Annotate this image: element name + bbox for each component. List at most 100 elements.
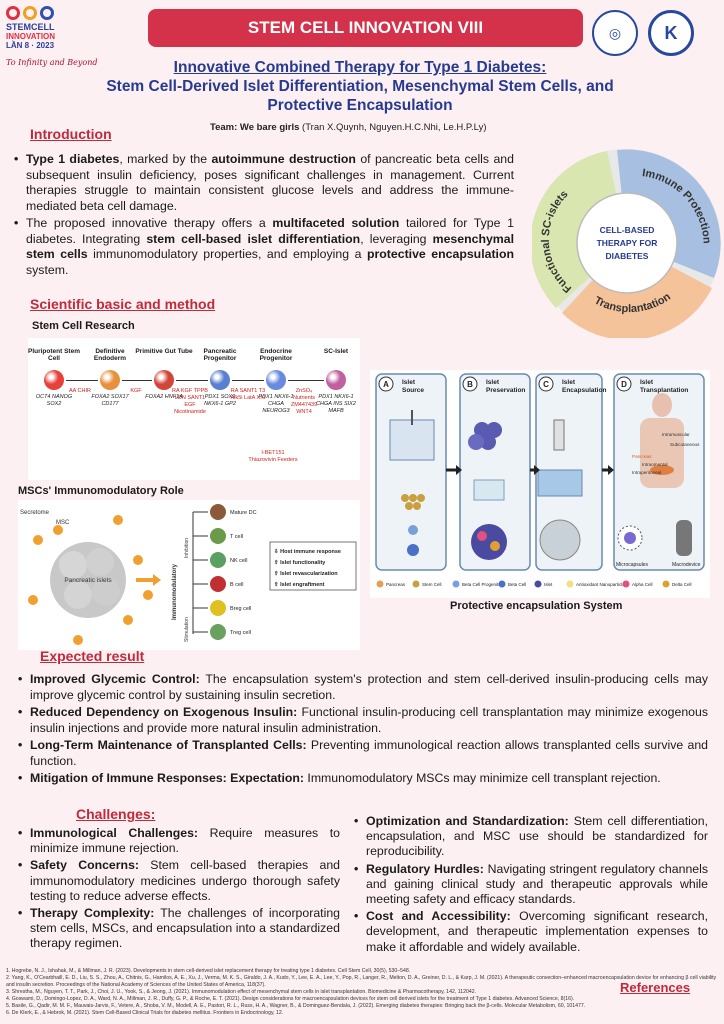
result-item-text: Immunomodulatory MSCs may minimize cell … xyxy=(303,771,661,785)
stage-3-markers: FOXA2 HNF1A xyxy=(145,394,183,400)
result-item-4: Mitigation of Immune Responses: Expectat… xyxy=(18,771,708,787)
stage-5-markers: PDX1 NKX6-1 CHGA NEUROG3 xyxy=(258,394,294,414)
legend-swatch xyxy=(376,580,384,588)
panel-title: Encapsulation xyxy=(562,387,606,394)
challenge-left-text: Require measures to minimize immune reje… xyxy=(30,826,341,856)
logo-mark xyxy=(6,6,54,20)
effect-item: ⇧ Islet revascularization xyxy=(274,570,338,577)
immune-cell-label: B cell xyxy=(230,582,243,588)
protective-caption: Protective encapsulation System xyxy=(450,600,623,612)
secretome-label: Secretome xyxy=(20,510,50,516)
cell-based-therapy-diagram: Functional SC-islets Immune Protection T… xyxy=(532,149,721,338)
stage-4-markers: PDX1 SOX9 NKX6-1 GP2 xyxy=(204,394,236,407)
reference-item: 1. Hogrebe, N. J., Ishahak, M., & Millma… xyxy=(6,968,411,974)
site-label: Subcutaneous xyxy=(670,442,700,447)
poster-title: Innovative Combined Therapy for Type 1 D… xyxy=(40,58,680,115)
challenge-left-1: Immunological Challenges: Require measur… xyxy=(18,826,340,856)
stage-6-markers: PDX1 NKX6-1 CHGA INS SIX2 MAFB xyxy=(316,394,356,414)
reference-item: 5. Basile, G., Qadir, M. M. F., Mauvais-… xyxy=(6,1003,586,1009)
panel-tag: B xyxy=(467,380,473,389)
result-item-2: Reduced Dependency on Exogenous Insulin:… xyxy=(18,705,708,736)
legend-label: Pancreas xyxy=(386,582,406,587)
stage-2-name: Definitive Endoderm xyxy=(93,348,127,362)
challenges-right: Optimization and Standardization: Stem c… xyxy=(354,814,708,957)
stage-3-name: Primitive Gut Tube xyxy=(135,348,193,355)
immune-cell-icon xyxy=(210,600,226,616)
stage-1-name: Pluripotent Stem Cell xyxy=(27,348,80,362)
title-line1: Innovative Combined Therapy for Type 1 D… xyxy=(173,59,547,76)
panel-tag-circle xyxy=(378,376,394,392)
legend-label: Alpha Cell xyxy=(632,582,653,587)
islets-label: Pancreatic islets xyxy=(64,577,112,584)
references-list: 1. Hogrebe, N. J., Ishahak, M., & Millma… xyxy=(6,968,718,1017)
challenge-left-label: Safety Concerns: xyxy=(30,858,140,873)
team-members: (Tran X.Quynh, Nguyen.H.C.Nhi, Le.H.P.Ly… xyxy=(299,122,487,133)
immune-cell-icon xyxy=(210,552,226,568)
effect-item: ⇩ Host immune response xyxy=(274,548,341,555)
panel-title: Islet xyxy=(562,379,576,386)
stage-3-cell-icon xyxy=(154,370,174,390)
growth-factors-1: AA CHIR xyxy=(68,388,91,394)
device-label: Macrodevice xyxy=(672,562,701,568)
stage-1-cell-icon xyxy=(44,370,64,390)
immune-cell-icon xyxy=(210,576,226,592)
tagline: To Infinity and Beyond xyxy=(6,58,98,67)
stage-arrow xyxy=(122,380,152,381)
reference-item: 6. De Klerk, E., & Hebrok, M. (2021). St… xyxy=(6,1010,284,1016)
title-line3: Protective Encapsulation xyxy=(267,97,453,114)
stage-arrow xyxy=(288,380,324,381)
panel-title: Islet xyxy=(640,379,654,386)
msc-role-label: MSCs' Immunomodulatory Role xyxy=(18,485,184,497)
stage-2-cell-icon xyxy=(100,370,120,390)
stage-5-name: Endocrine Progenitor xyxy=(259,348,293,362)
panel-d-art xyxy=(617,393,692,556)
growth-factors-5: ZnSO₄ Nutrients ZM447439 WNT4 xyxy=(290,388,318,415)
legend-swatch xyxy=(412,580,420,588)
msc-label-small: MSC xyxy=(56,520,70,526)
stage-6-cell-icon xyxy=(326,370,346,390)
panel-b-art xyxy=(468,422,507,560)
feeder-note: I-BET151 Thiazovivin Feeders xyxy=(248,450,298,463)
inhibition-label: Inhibition xyxy=(184,538,190,558)
panel-title: Islet xyxy=(486,379,500,386)
stage-5-cell-icon xyxy=(266,370,286,390)
result-item-text: Preventing immunological reaction allows… xyxy=(30,738,708,768)
legend-swatch xyxy=(662,580,670,588)
panel-tag-circle xyxy=(538,376,554,392)
challenge-right-label: Regulatory Hurdles: xyxy=(366,861,484,876)
result-item-1: Improved Glycemic Control: The encapsula… xyxy=(18,672,708,703)
panel-c-art xyxy=(537,419,583,561)
reference-item: 3. Shrestha, M., Nguyen, T. T., Park, J.… xyxy=(6,989,477,995)
result-item-label: Reduced Dependency on Exogenous Insulin: xyxy=(30,705,298,719)
device-label: Microcapsules xyxy=(616,562,648,568)
intro-bullet-1: Type 1 diabetes, marked by the autoimmun… xyxy=(14,152,514,214)
logo-text: STEMCELL INNOVATION LẦN 8 · 2023 xyxy=(6,23,55,51)
stem-cell-research-label: Stem Cell Research xyxy=(32,320,135,332)
challenges-heading: Challenges: xyxy=(76,806,156,822)
challenge-left-label: Therapy Complexity: xyxy=(30,906,155,921)
stimulation-label: Stimulation xyxy=(184,617,190,642)
challenge-right-label: Cost and Accessibility: xyxy=(366,909,511,924)
result-item-text: Functional insulin-producing cell transp… xyxy=(30,705,708,735)
faculty-seal-icon: K xyxy=(648,10,694,56)
center-line3: DIABETES xyxy=(606,251,649,261)
legend-swatch xyxy=(498,580,506,588)
effect-item: ⇧ Islet functionality xyxy=(274,559,326,566)
legend-swatch xyxy=(622,580,630,588)
legend-label: Delta Cell xyxy=(672,582,692,587)
challenge-right-2: Regulatory Hurdles: Navigating stringent… xyxy=(354,862,708,908)
stage-4-name: Pancreatic Progenitor xyxy=(203,348,237,362)
site-label: Intramuscular xyxy=(662,432,690,437)
msc-immunomodulation-figure: Secretome MSC Pancreatic islets Immunomo… xyxy=(18,500,360,650)
panel-title: Transplantation xyxy=(640,387,688,394)
site-label: Intraperitoneal xyxy=(632,470,661,475)
stage-2-markers: FOXA2 SOX17 CD177 xyxy=(91,394,129,407)
title-line2: Stem Cell-Derived Islet Differentiation,… xyxy=(106,78,614,95)
result-item-label: Improved Glycemic Control: xyxy=(30,672,200,686)
immune-cell-label: NK cell xyxy=(230,558,247,564)
method-heading: Scientific basic and method xyxy=(30,296,216,312)
legend-label: Beta Cell Progenitor xyxy=(462,582,503,587)
site-label: Pancreas xyxy=(632,454,652,459)
